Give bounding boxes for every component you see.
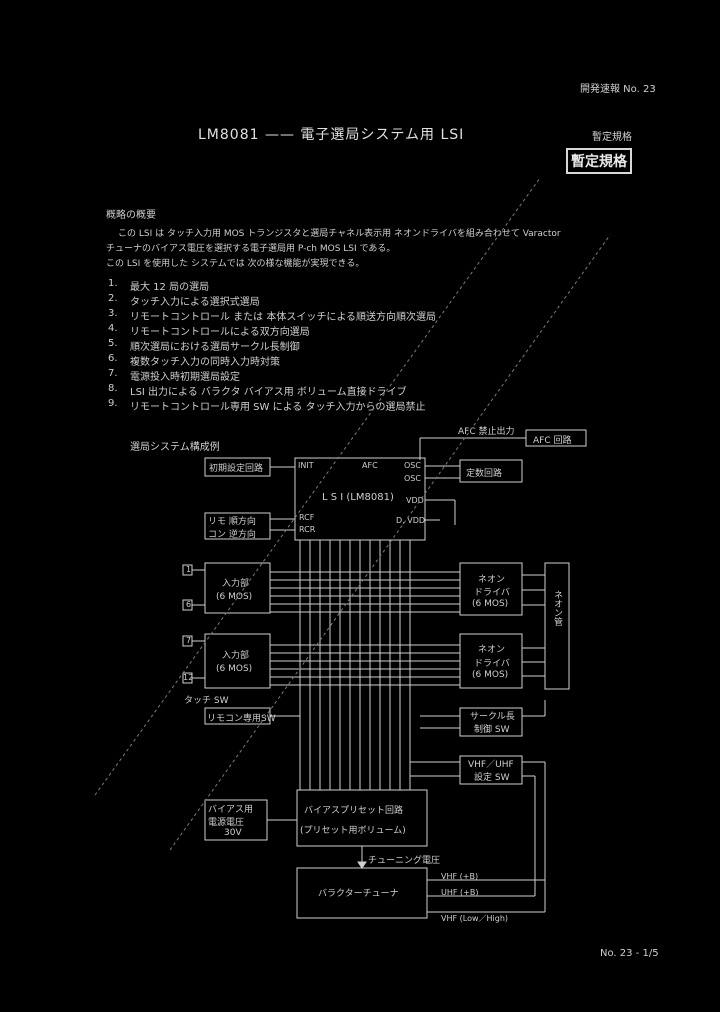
bias-preset-label-1: バイアスプリセット回路	[304, 806, 404, 816]
bias-supply-label-3: 30V	[224, 828, 242, 838]
bias-preset-box	[296, 789, 428, 847]
input-pin-1: 1	[186, 565, 192, 574]
lsi-label: L S I (LM8081)	[322, 492, 394, 503]
neon-driver-1-label: ネオン	[478, 575, 506, 585]
vhf-low-high-label: VHF (Low／High)	[441, 914, 509, 923]
tuner-box	[296, 867, 428, 919]
input-pin-7: 7	[186, 636, 192, 645]
neon-tube-box	[544, 562, 570, 690]
bias-supply-label-1: バイアス用	[208, 805, 254, 815]
pin-vdd: VDD	[406, 496, 424, 505]
neon-tube-label: ネオン管	[552, 590, 562, 626]
input-box-2-label: 入力部	[222, 651, 250, 661]
spec-stamp: 暫定規格	[566, 148, 632, 174]
pin-afc: AFC	[362, 461, 378, 470]
tuning-voltage-label: チューニング電圧	[368, 856, 441, 866]
neon-driver-1-count: (6 MOS)	[472, 599, 509, 609]
neon-driver-1-sub: ドライバ	[474, 588, 510, 598]
band-sw-label-2: 設定 SW	[474, 773, 510, 783]
input-box-1-label: 入力部	[222, 579, 250, 589]
pin-init: INIT	[298, 461, 314, 470]
neon-driver-2-label: ネオン	[478, 645, 506, 655]
pin-osc-2: OSC	[404, 474, 421, 483]
band-sw-label-1: VHF／UHF	[468, 760, 514, 770]
uhf-b-label: UHF (+B)	[441, 888, 479, 897]
bias-preset-label-2: (プリセット用ボリューム)	[300, 826, 406, 836]
report-number: 開発速報 No. 23	[580, 84, 656, 95]
touch-sw-label: タッチ SW	[184, 696, 229, 706]
afc-output-label: AFC 禁止出力	[458, 427, 515, 437]
pin-dvdd: D, VDD	[396, 516, 426, 525]
input-box-2	[204, 633, 271, 689]
remote-box-label-1: リモ 順方向	[208, 517, 256, 527]
const-box-label: 定数回路	[466, 469, 503, 479]
bias-supply-label-2: 電源電圧	[208, 818, 245, 828]
pin-osc-1: OSC	[404, 461, 421, 470]
pin-rcr: RCR	[299, 525, 316, 534]
afc-box-label: AFC 回路	[533, 436, 572, 446]
input-box-2-sub: (6 MOS)	[216, 664, 253, 674]
input-box-1-sub: (6 MOS)	[216, 592, 253, 602]
pin-rcf: RCF	[299, 513, 315, 522]
neon-driver-2-sub: ドライバ	[474, 659, 510, 669]
circle-sw-label-1: サークル長	[470, 712, 515, 722]
neon-driver-2-count: (6 MOS)	[472, 670, 509, 680]
remote-only-sw-label: リモコン専用SW	[207, 714, 276, 724]
input-pin-12: 12	[183, 673, 194, 682]
vhf-b-label: VHF (+B)	[441, 872, 479, 881]
init-box-label: 初期設定回路	[209, 464, 264, 474]
tuner-label: バラクターチューナ	[318, 889, 399, 899]
spec-label: 暫定規格	[592, 132, 632, 143]
input-pin-6: 6	[186, 600, 192, 609]
diagram-caption: 選局システム構成例	[130, 442, 220, 453]
remote-box-label-2: コン 逆方向	[208, 530, 256, 540]
page-number: No. 23 - 1/5	[600, 948, 659, 959]
circle-sw-label-2: 制御 SW	[474, 725, 510, 735]
page-title: LM8081 —— 電子選局システム用 LSI	[198, 127, 465, 143]
